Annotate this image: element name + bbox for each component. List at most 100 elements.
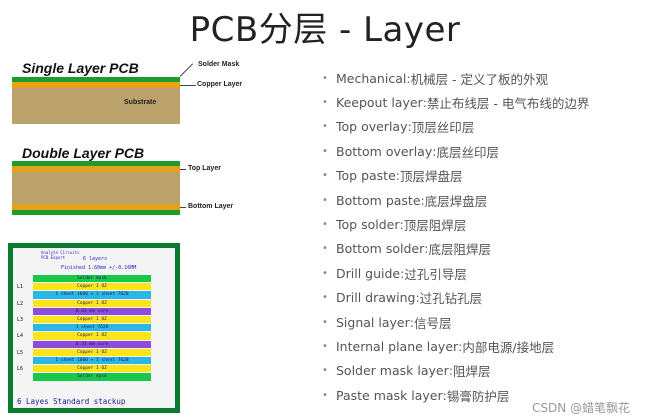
stackup-row: 0.33 mm core (33, 340, 151, 348)
stackup-row: Copper 1 OZ (33, 316, 151, 324)
layer-term: Internal plane layer (336, 338, 459, 354)
layer-term: Keepout layer (336, 95, 423, 111)
stackup-row: 1 sheet 1080 + 1 sheet 7628 (33, 357, 151, 365)
bullet-icon: • (322, 72, 328, 84)
layer-description: 阻焊层 (452, 364, 491, 380)
stackup-layer-number: L6 (17, 366, 24, 373)
top-solder-mask-layer (12, 161, 180, 166)
bullet-icon: • (322, 97, 328, 109)
bullet-icon: • (322, 145, 328, 157)
stackup-row: 1 sheet 1080 + 1 sheet 7628 (33, 291, 151, 299)
layer-separator: : (406, 70, 411, 86)
stackup-layer-number: L1 (17, 284, 24, 291)
layer-description: 顶层阻焊层 (403, 218, 467, 234)
layer-list: •Mechanical:机械层 - 定义了板的外观•Keepout layer:… (322, 66, 589, 407)
bullet-icon: • (322, 340, 328, 352)
stackup-row: Copper 1 OZ (33, 365, 151, 373)
bottom-solder-mask-layer (12, 210, 180, 215)
stackup-row: Solder mask (33, 373, 151, 381)
stackup-row: Solder mask (33, 275, 151, 283)
stackup-layer-number: L5 (17, 349, 24, 356)
layer-list-item: •Bottom solder:底层阻焊层 (322, 237, 589, 261)
layer-term: Bottom paste (336, 192, 421, 208)
layer-separator: : (448, 363, 453, 379)
layer-separator: : (399, 217, 404, 233)
bottom-layer-label: Bottom Layer (188, 203, 234, 210)
layer-term: Top solder (336, 217, 400, 233)
copper-layer (12, 82, 180, 88)
layer-description: 锡膏防护层 (446, 388, 510, 404)
layer-list-item: •Bottom overlay:底层丝印层 (322, 139, 589, 163)
solder-mask-layer (12, 77, 180, 82)
bullet-icon: • (322, 292, 328, 304)
bullet-icon: • (322, 243, 328, 255)
layer-term: Bottom solder (336, 241, 425, 257)
stackup-panel: Analyte Circuits PCB Export 6 layers Fin… (8, 243, 180, 413)
layer-list-item: • Mechanical:机械层 - 定义了板的外观 (322, 66, 589, 90)
stackup-layer-number: L2 (17, 300, 24, 307)
layer-term: Solder mask layer (336, 363, 449, 379)
stackup-row: Copper 1 OZ (33, 299, 151, 307)
substrate-label: Substrate (124, 99, 157, 106)
layer-description: 机械层 - 定义了板的外观 (410, 71, 549, 87)
layer-list-item: •Drill drawing:过孔钻孔层 (322, 286, 589, 310)
layer-separator: : (395, 168, 400, 184)
layer-description: 底层阻焊层 (428, 242, 491, 258)
page-title: PCB分层 - Layer (189, 10, 461, 50)
layer-separator: : (409, 314, 414, 330)
layer-description: 过孔钻孔层 (419, 291, 483, 307)
layer-term: Drill drawing (336, 290, 416, 306)
layer-term: Drill guide (336, 265, 401, 281)
stackup-finished: Finished 1.60mm +/-0.16MM (61, 265, 137, 271)
solder-mask-leader (179, 63, 194, 77)
bullet-icon: • (322, 170, 328, 182)
stackup-logo-line1: Analyte Circuits (41, 250, 80, 255)
stackup-title: 6 layers (83, 256, 108, 262)
layer-list-item: •Paste mask layer:锡膏防护层 (322, 383, 589, 407)
layer-separator: : (407, 119, 412, 135)
copper-leader (180, 85, 196, 86)
layer-list-item: • Internal plane layer:内部电源/接地层 (322, 334, 589, 358)
top-layer-leader (180, 169, 186, 170)
layer-list-item: • Top solder:顶层阻焊层 (322, 212, 589, 236)
copper-layer-label: Copper Layer (197, 81, 243, 88)
layer-separator: : (458, 338, 463, 354)
watermark: CSDN @蜡笔飘花 (531, 401, 630, 415)
layer-term: Top overlay (336, 119, 408, 135)
substrate-layer (12, 88, 180, 124)
layer-separator: : (442, 387, 447, 403)
bullet-icon: • (322, 121, 328, 133)
stackup-logo-line2: PCB Export (41, 255, 66, 260)
bullet-icon: • (322, 365, 328, 377)
stackup-row: Copper 1 OZ (33, 348, 151, 356)
layer-list-item: • Solder mask layer:阻焊层 (322, 359, 589, 383)
layer-term: Signal layer (336, 314, 410, 330)
layer-term: Top paste (336, 168, 396, 184)
layer-description: 底层焊盘层 (424, 193, 488, 209)
layer-description: 内部电源/接地层 (462, 339, 555, 355)
layer-separator: : (432, 143, 437, 159)
top-copper-layer (12, 166, 180, 172)
layer-term: Mechanical (336, 70, 407, 86)
layer-list-item: •Bottom paste:底层焊盘层 (322, 188, 589, 212)
bullet-icon: • (322, 316, 328, 328)
bullet-icon: • (322, 389, 328, 401)
layer-separator: : (422, 95, 427, 111)
bullet-icon: • (322, 194, 328, 206)
double-substrate-layer (12, 172, 180, 204)
stackup-layer-number: L4 (17, 333, 24, 340)
stackup-row: 0.33 mm core (33, 307, 151, 315)
bullet-icon: • (322, 219, 328, 231)
bottom-layer-leader (180, 207, 186, 208)
layer-list-item: • Signal layer:信号层 (322, 310, 589, 334)
layer-description: 信号层 (413, 315, 452, 331)
bullet-icon: • (322, 267, 328, 279)
layer-list-item: •Top overlay:顶层丝印层 (322, 115, 589, 139)
single-layer-heading: Single Layer PCB (22, 60, 139, 76)
solder-mask-label: Solder Mask (198, 61, 240, 68)
layer-list-item: •Keepout layer:禁止布线层 - 电气布线的边界 (322, 90, 589, 114)
layer-list-item: •Drill guide:过孔引导层 (322, 261, 589, 285)
double-layer-heading: Double Layer PCB (22, 145, 145, 161)
layer-description: 顶层焊盘层 (399, 169, 463, 185)
layer-list-item: • Top paste:顶层焊盘层 (322, 164, 589, 188)
